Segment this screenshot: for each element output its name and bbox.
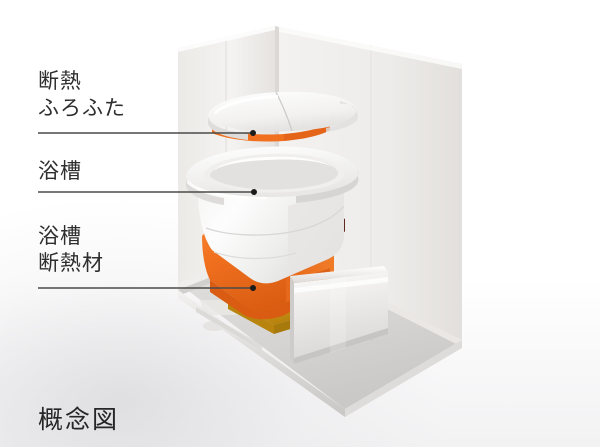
bathtub <box>186 146 359 284</box>
label-bathtub-insulation: 浴槽 断熱材 <box>38 224 104 275</box>
label-bathtub: 浴槽 <box>38 159 82 183</box>
leader-dot-lid <box>250 130 256 136</box>
leader-lines <box>38 132 253 289</box>
label-insulated-bath-lid: 断熱 ふろふた <box>38 69 126 120</box>
leader-dot-tub <box>251 189 257 195</box>
bath-lid <box>208 91 359 142</box>
leader-dot-insulation <box>250 285 256 291</box>
bath-apron <box>290 266 388 364</box>
figure-caption: 概念図 <box>38 407 120 434</box>
leader-dots <box>250 130 257 291</box>
